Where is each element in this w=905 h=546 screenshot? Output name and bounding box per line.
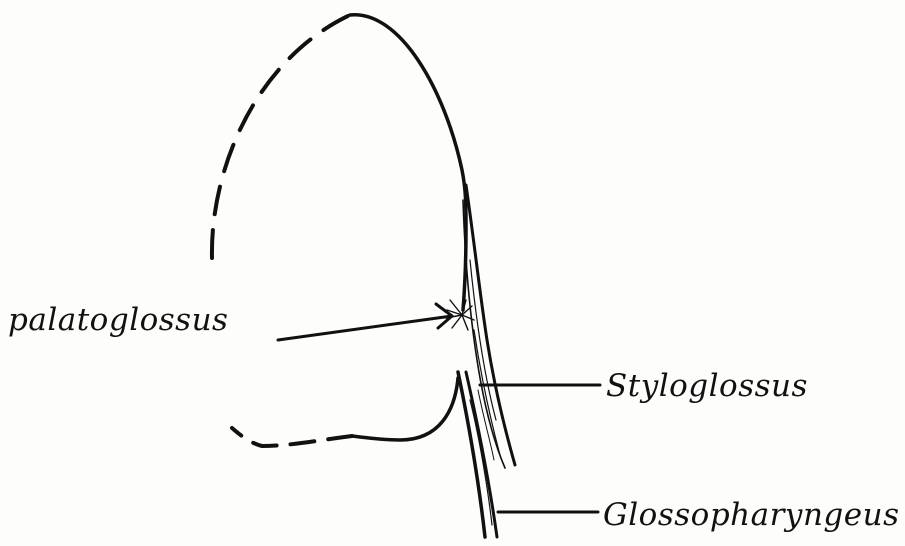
styloglossus-muscle: [463, 185, 515, 468]
glossopharyngeus-muscle: [458, 372, 497, 537]
tongue-outline-dashed: [212, 15, 350, 258]
tongue-outline-solid: [350, 15, 466, 310]
lower-outline-dashed: [232, 428, 352, 446]
palatoglossus-leader-line: [278, 316, 452, 340]
styloglossus-label: Styloglossus: [606, 371, 808, 402]
lower-outline-solid: [352, 378, 458, 440]
glossopharyngeus-label: Glossopharyngeus: [603, 500, 899, 531]
palatoglossus-label: palatoglossus: [8, 305, 228, 336]
